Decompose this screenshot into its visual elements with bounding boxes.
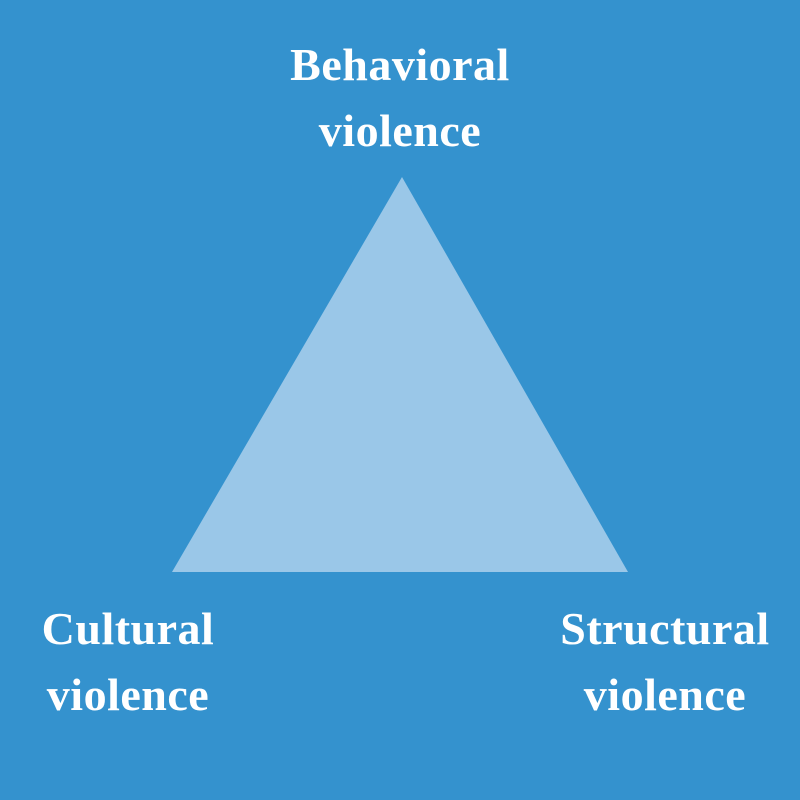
label-line: Behavioral [290, 39, 510, 90]
label-line: Cultural [41, 603, 215, 654]
label-behavioral-violence: Behavioral violence [0, 32, 800, 164]
label-cultural-violence: Cultural violence [0, 596, 256, 728]
label-line: violence [583, 669, 747, 720]
label-line: Structural [560, 603, 770, 654]
triangle-shape [172, 177, 628, 572]
label-line: violence [318, 105, 482, 156]
label-line: violence [46, 669, 210, 720]
label-structural-violence: Structural violence [530, 596, 800, 728]
